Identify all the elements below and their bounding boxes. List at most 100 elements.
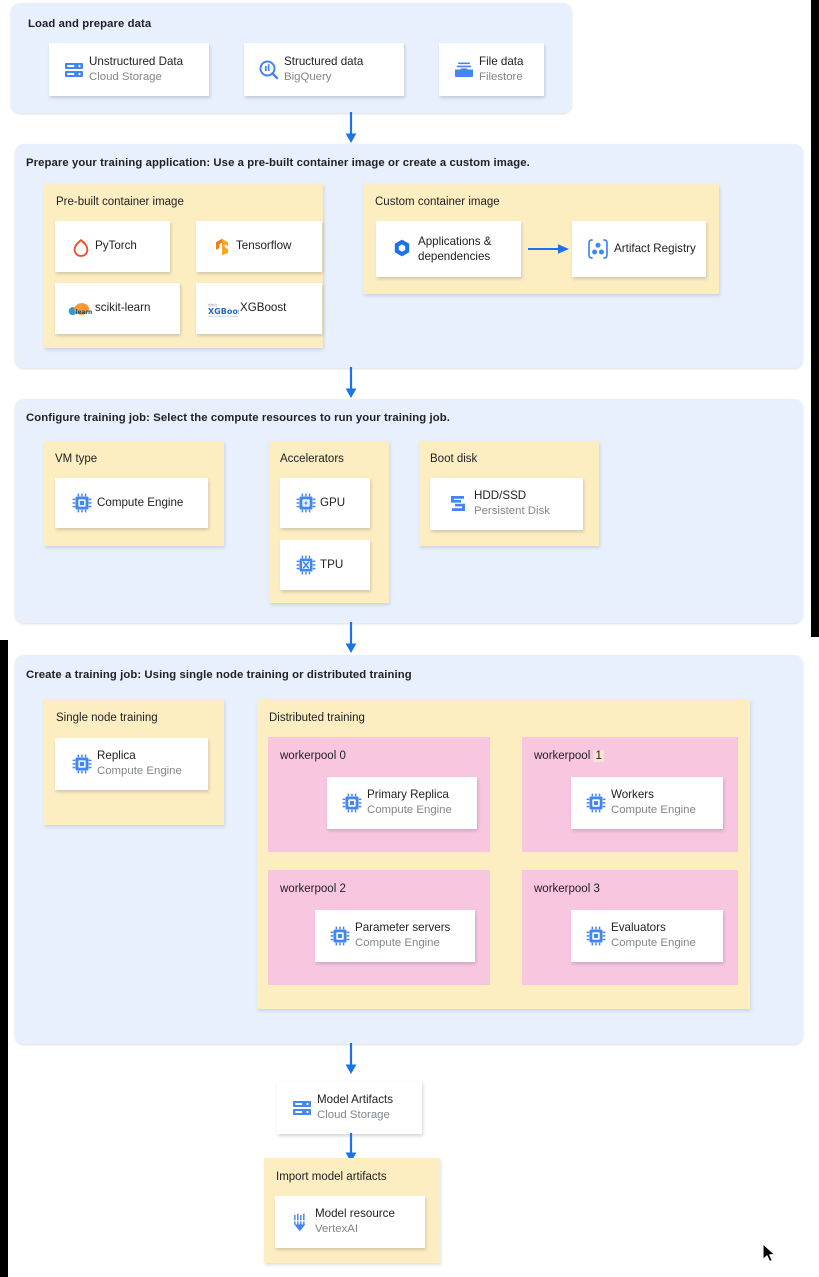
card-title: Tensorflow	[236, 239, 292, 253]
pool-label: workerpool	[534, 883, 591, 895]
workerpool-0: workerpool 0 Primary Replica Compute Eng…	[268, 737, 490, 852]
workerpool-1: workerpool 1 Workers Compute Engine	[522, 737, 738, 852]
card-subtitle: Compute Engine	[367, 804, 452, 817]
card-title: PyTorch	[95, 239, 137, 253]
card-scikit-learn[interactable]: learn scikit-learn	[55, 283, 180, 334]
bigquery-icon	[254, 58, 284, 82]
compute-engine-icon	[67, 491, 97, 515]
card-title: Compute Engine	[97, 495, 184, 509]
card-title: Evaluators	[611, 921, 666, 935]
stage-prepare-training-application: Prepare your training application: Use a…	[15, 144, 803, 368]
card-title: scikit-learn	[95, 301, 151, 315]
card-subtitle: Filestore	[479, 70, 523, 83]
card-primary-replica[interactable]: Primary Replica Compute Engine	[327, 777, 477, 829]
card-workers[interactable]: Workers Compute Engine	[571, 777, 737, 843]
xgboost-icon: dmlc XGBoost	[206, 299, 240, 319]
card-title: Applications & dependencies	[418, 234, 492, 263]
card-subtitle: BigQuery	[284, 70, 332, 83]
card-title: File data	[479, 54, 524, 68]
right-edge-bar	[811, 0, 819, 637]
stage-title-prepare: Prepare your training application: Use a…	[26, 157, 530, 169]
group-single-node-training: Single node training Replica	[44, 699, 224, 825]
compute-engine-icon	[325, 924, 355, 948]
group-title-accelerators: Accelerators	[280, 453, 344, 465]
card-hdd-ssd[interactable]: HDD/SSD Persistent Disk	[430, 478, 583, 530]
card-subtitle: Compute Engine	[97, 765, 182, 778]
arrow-prepare-to-configure	[341, 367, 361, 404]
group-import-model-artifacts: Import model artifacts Model resource Ve…	[264, 1158, 440, 1263]
group-title-custom: Custom container image	[375, 196, 500, 208]
left-edge-bar	[0, 640, 8, 1277]
card-title: Artifact Registry	[614, 241, 696, 255]
group-title-boot-disk: Boot disk	[430, 453, 478, 465]
compute-engine-icon	[337, 791, 367, 815]
card-title: Model Artifacts	[317, 1092, 394, 1106]
pool-label: workerpool	[534, 750, 591, 762]
card-compute-engine-vm[interactable]: Compute Engine	[55, 478, 208, 528]
card-tensorflow[interactable]: Tensorflow	[196, 221, 322, 272]
cloud-storage-icon	[59, 58, 89, 82]
model-resource-icon	[285, 1210, 315, 1234]
pool-title: workerpool 0	[280, 750, 346, 762]
card-gpu[interactable]: GPU	[280, 478, 370, 528]
group-title-vm-type: VM type	[55, 453, 98, 465]
card-title: TPU	[320, 557, 344, 571]
persistent-disk-icon	[442, 492, 474, 516]
pool-index: 0	[339, 750, 346, 762]
cloud-storage-icon	[287, 1096, 317, 1120]
pool-index-highlighted: 1	[593, 750, 604, 762]
card-subtitle: Persistent Disk	[474, 505, 550, 518]
card-file-data[interactable]: File data Filestore	[439, 43, 544, 96]
pool-title: workerpool 1	[534, 750, 604, 762]
stage-title-configure: Configure training job: Select the compu…	[26, 412, 450, 424]
svg-text:learn: learn	[76, 310, 93, 316]
card-subtitle: Compute Engine	[611, 804, 696, 817]
card-structured-data[interactable]: Structured data BigQuery	[244, 43, 404, 96]
card-unstructured-data[interactable]: Unstructured Data Cloud Storage	[49, 43, 209, 96]
pytorch-icon	[67, 236, 95, 258]
gpu-icon	[292, 491, 320, 515]
group-distributed-training: Distributed training workerpool 0	[257, 699, 750, 1009]
svg-text:XGBoost: XGBoost	[208, 307, 239, 316]
card-applications-dependencies[interactable]: Applications & dependencies	[376, 221, 521, 277]
card-subtitle: Cloud Storage	[317, 1108, 390, 1121]
pool-title: workerpool 2	[280, 883, 346, 895]
compute-engine-icon	[67, 752, 97, 776]
group-boot-disk: Boot disk HDD/SSD Persistent Disk	[419, 441, 599, 546]
tensorflow-icon	[208, 236, 236, 258]
card-title: Replica	[97, 749, 136, 763]
pool-title: workerpool 3	[534, 883, 600, 895]
arrow-apps-to-registry	[528, 240, 570, 263]
stage-title-create: Create a training job: Using single node…	[26, 669, 412, 681]
card-title: Model resource	[315, 1207, 395, 1221]
card-xgboost[interactable]: dmlc XGBoost XGBoost	[196, 283, 322, 334]
group-custom-container-image: Custom container image Applications & de…	[363, 184, 719, 294]
card-parameter-servers[interactable]: Parameter servers Compute Engine	[315, 910, 489, 976]
card-artifact-registry[interactable]: Artifact Registry	[572, 221, 706, 277]
card-title: Workers	[611, 788, 654, 802]
pool-label: workerpool	[280, 750, 337, 762]
card-tpu[interactable]: TPU	[280, 540, 370, 590]
card-replica[interactable]: Replica Compute Engine	[55, 738, 208, 790]
pool-label: workerpool	[280, 883, 337, 895]
workerpool-2: workerpool 2 Parameter servers Compute E…	[268, 870, 490, 985]
card-title: Unstructured Data	[89, 54, 184, 68]
filestore-icon	[449, 58, 479, 82]
card-evaluators[interactable]: Evaluators Compute Engine	[571, 910, 737, 976]
card-title: GPU	[320, 495, 346, 509]
card-subtitle: Compute Engine	[355, 937, 440, 950]
group-vm-type: VM type Compute Engine	[44, 441, 224, 546]
scikit-learn-icon: learn	[65, 298, 95, 320]
group-title-prebuilt: Pre-built container image	[56, 196, 184, 208]
card-subtitle: Compute Engine	[611, 937, 696, 950]
card-subtitle: Cloud Storage	[89, 70, 162, 83]
card-model-resource[interactable]: Model resource VertexAI	[275, 1196, 425, 1248]
stage-configure-training-job: Configure training job: Select the compu…	[15, 399, 803, 623]
card-title: HDD/SSD	[474, 489, 527, 503]
workerpool-3: workerpool 3 Evaluators Compute Engine	[522, 870, 738, 985]
card-model-artifacts[interactable]: Model Artifacts Cloud Storage	[277, 1081, 422, 1134]
card-pytorch[interactable]: PyTorch	[55, 221, 170, 272]
card-title: Structured data	[284, 54, 364, 68]
card-title: Primary Replica	[367, 788, 449, 802]
mouse-cursor	[762, 1243, 778, 1270]
